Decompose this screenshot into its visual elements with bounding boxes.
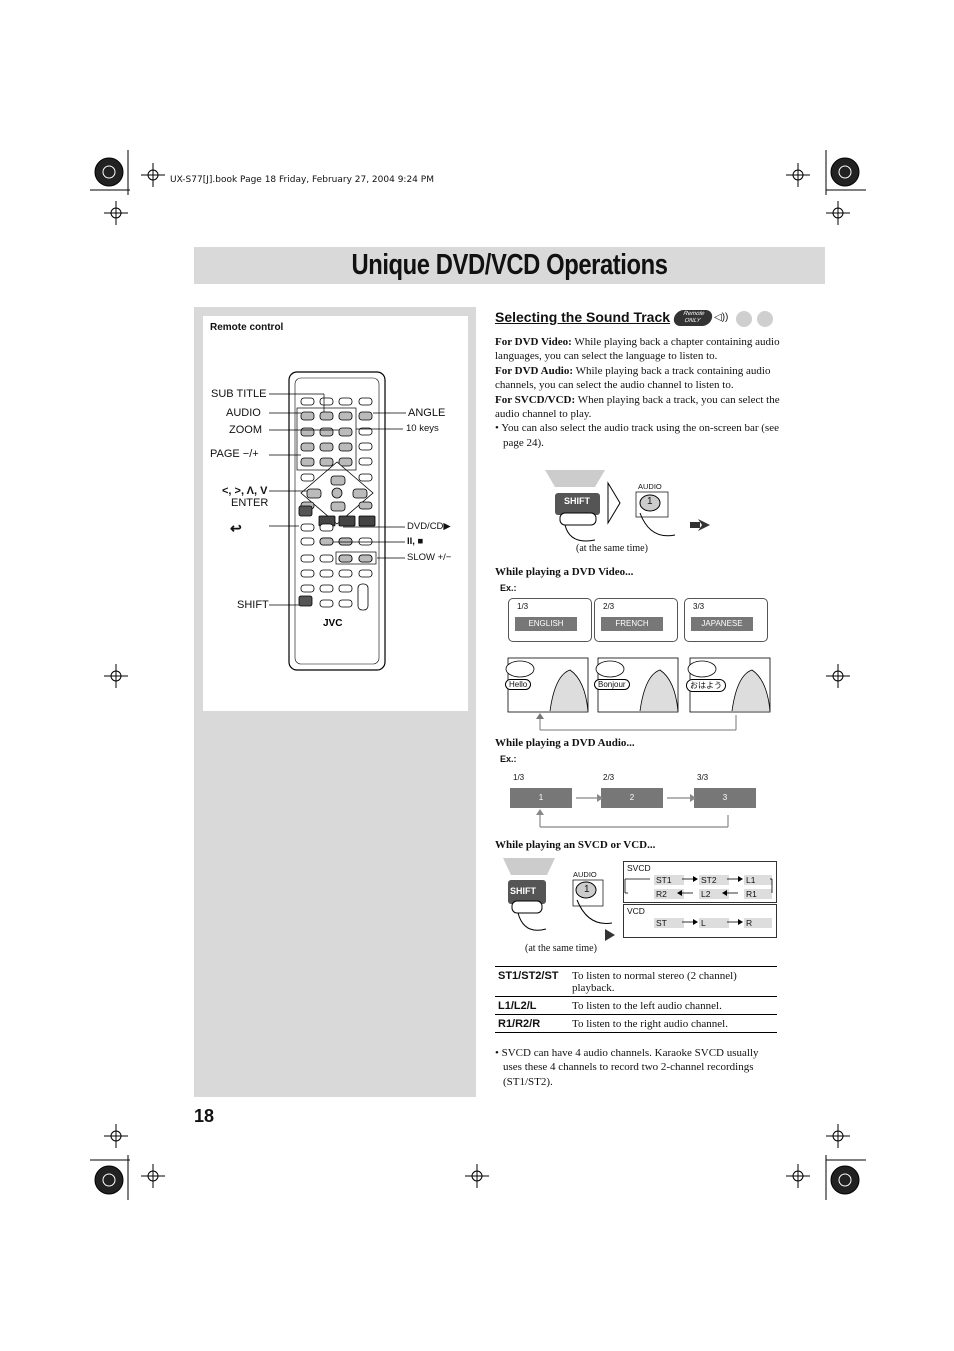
osd-english: 1/3 ENGLISH xyxy=(508,598,592,642)
signal-icon: ◁)) xyxy=(714,312,729,323)
legend-desc: To listen to normal stereo (2 channel) p… xyxy=(572,970,737,994)
shift-key-label: SHIFT xyxy=(564,496,590,506)
label-zoom: ZOOM xyxy=(229,424,262,436)
svcd-audio-label: AUDIO xyxy=(573,870,597,879)
channel-legend-table: ST1/ST2/ST To listen to normal stereo (2… xyxy=(495,966,777,1033)
osd-japanese: 3/3 JAPANESE xyxy=(684,598,768,642)
vcd-l: L xyxy=(699,918,729,928)
label-slow: SLOW +/− xyxy=(407,552,452,563)
dvd-video-heading: While playing a DVD Video... xyxy=(495,566,634,578)
svcd-st1: ST1 xyxy=(654,875,684,885)
audio-bar-3: 3 xyxy=(694,788,756,808)
legend-key: R1/R2/R xyxy=(498,1018,541,1030)
table-row: R1/R2/R To listen to the right audio cha… xyxy=(495,1015,777,1033)
table-row: ST1/ST2/ST To listen to normal stereo (2… xyxy=(495,966,777,997)
label-angle: ANGLE xyxy=(408,407,446,419)
bullet-svcd-channels: • SVCD can have 4 audio channels. Karaok… xyxy=(495,1047,759,1088)
remote-only-badge: Remote ONLY xyxy=(672,310,714,326)
label-audio: AUDIO xyxy=(226,407,261,419)
legend-desc: To listen to the right audio channel. xyxy=(572,1018,728,1030)
vcd-st: ST xyxy=(654,918,684,928)
section-title: Selecting the Sound Track xyxy=(495,309,671,325)
label-arrows: <, >, Λ, V xyxy=(222,485,268,497)
page-number: 18 xyxy=(194,1106,215,1126)
speech-hello: Hello xyxy=(505,679,532,690)
audio-count-3: 3/3 xyxy=(697,773,709,782)
dvd-audio-arrows xyxy=(536,794,729,828)
osd-label: ENGLISH xyxy=(515,617,577,631)
dvd-video-ex: Ex.: xyxy=(500,583,517,593)
audio-key-label: AUDIO xyxy=(638,482,662,491)
remote-label: Remote control xyxy=(210,322,284,333)
svcd-audio-key: 1 xyxy=(584,884,590,895)
table-row: L1/L2/L To listen to the left audio chan… xyxy=(495,997,777,1015)
osd-label: JAPANESE xyxy=(691,617,753,631)
disc-dot-2 xyxy=(757,311,773,327)
same-time-2: (at the same time) xyxy=(525,943,597,954)
osd-label: FRENCH xyxy=(601,617,663,631)
svcd-panel: SVCD ST1 ST2 L1 R2 L2 R1 xyxy=(623,861,777,903)
disc-dot-1 xyxy=(736,311,752,327)
label-sub-title: SUB TITLE xyxy=(211,388,267,400)
label-enter: ENTER xyxy=(231,497,269,509)
dvd-audio-ex: Ex.: xyxy=(500,754,517,764)
svcd-r2: R2 xyxy=(654,889,684,899)
legend-desc: To listen to the left audio channel. xyxy=(572,1000,722,1012)
legend-key: ST1/ST2/ST xyxy=(498,970,559,982)
remote-only-text: Remote ONLY xyxy=(682,311,705,324)
dvd-video-scenes xyxy=(505,657,771,731)
vcd-r: R xyxy=(744,918,772,928)
svcd-flow-arrows xyxy=(624,876,773,925)
para-svcd: For SVCD/VCD: When playing back a track,… xyxy=(495,393,780,421)
audio-count-1: 1/3 xyxy=(513,773,525,782)
para-dvd-video: For DVD Video: While playing back a chap… xyxy=(495,336,780,363)
label-shift: SHIFT xyxy=(237,599,269,611)
shift-audio-illustration xyxy=(545,470,710,542)
svcd-shift-label: SHIFT xyxy=(510,886,536,896)
svcd-l2: L2 xyxy=(699,889,729,899)
same-time-1: (at the same time) xyxy=(576,543,648,554)
bullet-onscreen: • You can also select the audio track us… xyxy=(495,422,779,449)
osd-french: 2/3 FRENCH xyxy=(594,598,678,642)
vcd-panel: VCD ST L R xyxy=(623,904,777,938)
label-page: PAGE −/+ xyxy=(210,448,259,460)
label-dvd-cd: DVD/CD▶ xyxy=(407,521,451,532)
remote-brand: JVC xyxy=(323,618,342,629)
label-ten-keys: 10 keys xyxy=(406,423,439,434)
intro-text: For DVD Video: While playing back a chap… xyxy=(495,335,780,450)
speech-bonjour: Bonjour xyxy=(594,679,630,690)
svcd-st2: ST2 xyxy=(699,875,729,885)
dvd-audio-heading: While playing a DVD Audio... xyxy=(495,737,635,749)
vcd-label: VCD xyxy=(627,906,645,916)
svcd-heading: While playing an SVCD or VCD... xyxy=(495,839,656,851)
audio-bar-2: 2 xyxy=(601,788,663,808)
osd-count: 1/3 xyxy=(517,602,529,611)
label-pause-stop: II, ■ xyxy=(407,536,424,547)
audio-key-one: 1 xyxy=(647,496,653,507)
remote-drawing: JVC xyxy=(269,371,406,671)
svcd-shift-illustration xyxy=(503,858,615,941)
return-icon: ↩ xyxy=(230,520,242,536)
speech-ohayou: おはよう xyxy=(686,679,726,692)
page-title: Unique DVD/VCD Operations xyxy=(351,249,668,281)
file-header: UX-S77[J].book Page 18 Friday, February … xyxy=(170,175,434,185)
audio-bar-1: 1 xyxy=(510,788,572,808)
title-band xyxy=(194,247,825,284)
osd-count: 2/3 xyxy=(603,602,615,611)
legend-key: L1/L2/L xyxy=(498,1000,537,1012)
svcd-label: SVCD xyxy=(627,863,651,873)
osd-count: 3/3 xyxy=(693,602,705,611)
svcd-r1: R1 xyxy=(744,889,772,899)
svcd-l1: L1 xyxy=(744,875,772,885)
para-dvd-audio: For DVD Audio: While playing back a trac… xyxy=(495,364,771,392)
audio-count-2: 2/3 xyxy=(603,773,615,782)
